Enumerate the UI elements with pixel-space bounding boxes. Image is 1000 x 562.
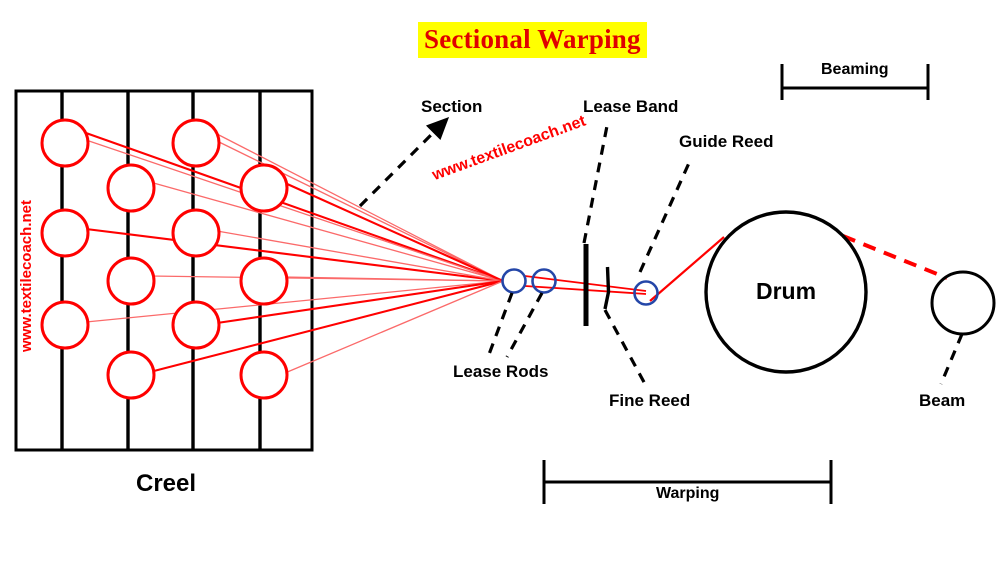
- yarn-package-8[interactable]: [171, 208, 221, 258]
- creel-yarn-packages: [40, 118, 289, 400]
- yarn-package-2[interactable]: [40, 208, 90, 258]
- creel-vertical-rails: [60, 91, 262, 450]
- yarn-package-11[interactable]: [239, 256, 289, 306]
- yarn-line-12: [284, 276, 504, 282]
- yarn-package-9[interactable]: [171, 300, 221, 350]
- yarn-package-12[interactable]: [239, 350, 289, 400]
- measurement-brackets: [542, 64, 930, 504]
- drum-to-beam-line: [842, 234, 948, 280]
- leader-guide-reed: [638, 162, 691, 273]
- yarn-package-10[interactable]: [239, 163, 289, 213]
- creel-box: [14, 89, 314, 452]
- yarn-line-1: [85, 132, 504, 282]
- watermark-vertical: www.textilecoach.net: [18, 200, 35, 352]
- label-section: Section: [421, 97, 483, 116]
- yarn-line-14: [284, 280, 504, 374]
- drum-circle[interactable]: [704, 210, 868, 374]
- page-title: Sectional Warping: [418, 22, 647, 58]
- bracket-beaming: [780, 64, 930, 100]
- yarn-package-6[interactable]: [106, 350, 156, 400]
- title-container: Sectional Warping: [418, 22, 647, 58]
- label-drum: Drum: [756, 278, 817, 304]
- yarn-package-3[interactable]: [40, 300, 90, 350]
- guide-reed-circle[interactable]: [633, 280, 659, 306]
- label-fine-reed: Fine Reed: [609, 391, 691, 410]
- label-warping: Warping: [656, 485, 720, 502]
- label-guide-reed: Guide Reed: [679, 132, 774, 151]
- leader-lease-rod-2: [505, 292, 544, 358]
- yarn-line-8: [216, 133, 504, 282]
- label-lease-band: Lease Band: [583, 97, 679, 116]
- leader-beam: [939, 333, 964, 385]
- yarn-package-5[interactable]: [106, 256, 156, 306]
- yarn-package-4[interactable]: [106, 163, 156, 213]
- yarn-package-7[interactable]: [171, 118, 221, 168]
- yarn-line-13: [216, 279, 504, 325]
- lease-rod-2[interactable]: [531, 268, 557, 294]
- yarn-line-2: [85, 139, 504, 282]
- leader-lease-rod-1: [486, 292, 514, 358]
- yarn-line-3: [149, 181, 504, 282]
- yarn-line-11: [216, 230, 504, 282]
- yarn-package-1[interactable]: [40, 118, 90, 168]
- lease-rods-group[interactable]: [501, 268, 557, 294]
- yarn-line-4: [85, 227, 504, 283]
- label-beam: Beam: [919, 391, 966, 410]
- label-lease-rods: Lease Rods: [453, 362, 549, 381]
- reed-to-drum-line: [649, 236, 725, 302]
- beam-circle[interactable]: [930, 270, 996, 336]
- yarn-line-6: [85, 280, 504, 323]
- fine-reed-bar[interactable]: [603, 266, 611, 310]
- leader-lines: [358, 116, 964, 385]
- lease-rod-1[interactable]: [501, 268, 527, 294]
- yarn-line-7: [149, 279, 504, 374]
- label-beaming: Beaming: [821, 61, 889, 78]
- bracket-warping: [542, 460, 833, 504]
- leader-section: [358, 116, 450, 208]
- leader-fine-reed: [603, 309, 647, 385]
- yarn-line-10: [284, 182, 504, 282]
- leader-lease-band: [582, 125, 609, 244]
- label-creel: Creel: [136, 470, 197, 497]
